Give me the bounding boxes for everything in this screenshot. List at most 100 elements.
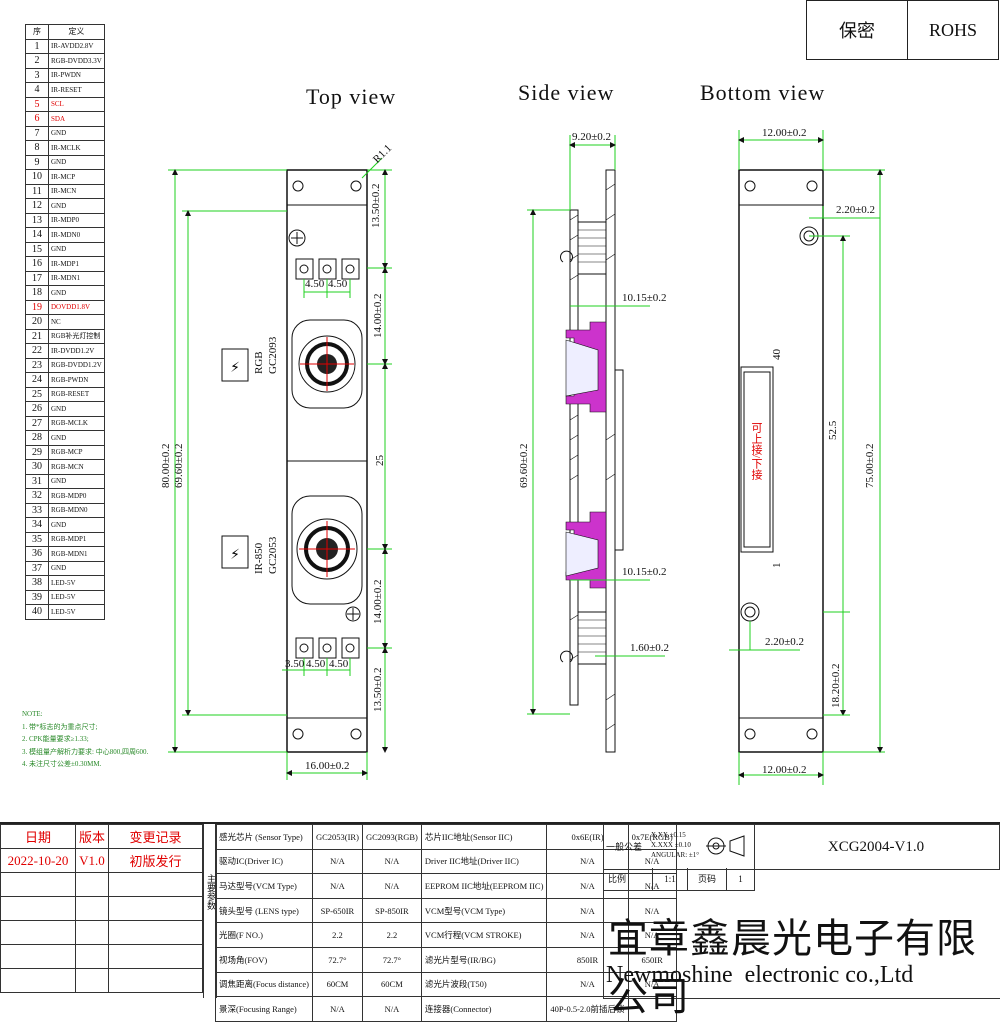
pin-definition: IR-MCLK [48,140,105,156]
stamp-box: 保密 ROHS [806,0,1000,60]
bottom-view-title: Bottom view [700,80,826,105]
led-pad [295,258,314,280]
spec-label-right: VCM行程(VCM STROKE) [420,922,548,948]
revision-date: 2022-10-20 [0,848,76,873]
spec-label: 马达型号(VCM Type) [215,873,313,899]
revision-header-change: 变更记录 [108,824,203,849]
spec-label-right: Driver IIC地址(Driver IIC) [420,848,548,875]
title-block-right: 一般公差 X.XX ±0.15 X.XXX ±0.10 ANGULAR: ±1°… [603,824,1000,1020]
camera-ir-housing [291,495,363,605]
camera-ir-label: IR-850 [253,542,265,574]
dim-side-69-60: 69.60±0.2 [518,443,530,488]
mount-hole-icon [350,728,362,740]
spec-value-a1: N/A [311,848,363,875]
spec-value-a1: N/A [311,996,363,1022]
pin-definition: IR-MDN0 [48,227,105,243]
dim-10-15-b: 10.15±0.2 [622,566,667,578]
side-board-a [569,209,579,706]
spec-label: 调焦距离(Focus distance) [215,971,313,998]
spec-value-a1: N/A [311,873,363,899]
spec-label-right: 连接器(Connector) [420,996,548,1022]
connector-outline [740,366,774,553]
pin-definition: IR-MCN [48,183,105,199]
mount-hole-icon [292,180,304,192]
spec-label: 光圈(F NO.) [215,922,313,948]
led-pad [318,637,337,659]
spec-label-right: 滤光片波段(T50) [420,971,548,998]
spec-value-b2: N/A [627,897,677,924]
spec-label-right: 芯片IIC地址(Sensor IIC) [420,824,548,850]
camera-rgb-label: RGB [253,351,265,374]
mount-hole-icon [350,180,362,192]
dim-69-60: 69.60±0.2 [173,443,185,488]
pin-number: 3 [25,67,49,83]
camera-rgb-sensor: GC2093 [267,336,279,374]
spec-label: 镜头型号 (LENS type) [215,897,313,924]
pin-number: 12 [25,198,49,214]
pin-definition: LED-5V [48,604,105,620]
dim-4-50-b: 4.50 [328,278,348,290]
pin-definition: GND [48,198,105,214]
pin-number: 14 [25,227,49,243]
title-block [0,822,1000,1002]
pin-number: 10 [25,169,49,185]
pin-definition: GND [48,125,105,141]
spec-value-a2: 2.2 [361,922,422,948]
connector-pin1: 1 [771,562,783,569]
dim-25: 25 [374,455,386,466]
led-pad [295,637,314,659]
mount-hole-icon [744,728,756,740]
led-pad [318,258,337,280]
spec-value-a2: GC2093(RGB) [361,824,422,850]
component-icon [288,229,306,247]
scale-value: 1:1 [653,868,688,890]
dim-3-50: 3.50 [285,658,305,670]
confidential-label: 保密 [806,0,907,60]
bottom-view-drawing [729,130,885,785]
dim-52-5: 52.5 [827,420,839,440]
note-3: 3. 模组量产解析力要求: 中心800,四周600. [22,747,149,756]
dim-14-00-top: 14.00±0.2 [372,293,384,338]
mount-hole-icon [744,180,756,192]
mount-hole-icon [806,728,818,740]
mount-hole-icon [806,180,818,192]
pin-number: 8 [25,140,49,156]
bottom-board-outline [738,169,824,753]
dim-14-00-bottom: 14.00±0.2 [372,579,384,624]
dim-9-20: 9.20±0.2 [572,131,612,143]
dim-4-50-c: 4.50 [306,658,326,670]
spec-value-a1: SP-650IR [311,897,363,924]
tolerance-3: ANGULAR: ±1° [651,851,700,859]
scale-label: 比例 [604,868,653,890]
model-number: XCG2004-V1.0 [753,824,1000,870]
dim-12-top: 12.00±0.2 [762,127,807,139]
notes-block: NOTE: 1. 带*标志的为重点尺寸; 2. CPK能量要求≥1.33; 3.… [22,708,192,771]
rohs-label: ROHS [907,0,999,60]
dim-13-50-top: 13.50±0.2 [370,183,382,228]
component-icon [345,606,361,622]
pin-number: 13 [25,212,49,228]
camera-rgb-housing [291,319,363,409]
dim-2-20-bottom: 2.20±0.2 [765,636,805,648]
svg-text:⚡: ⚡ [230,360,240,376]
spec-label: 视场角(FOV) [215,946,313,973]
revision-header-version: 版本 [75,824,109,849]
